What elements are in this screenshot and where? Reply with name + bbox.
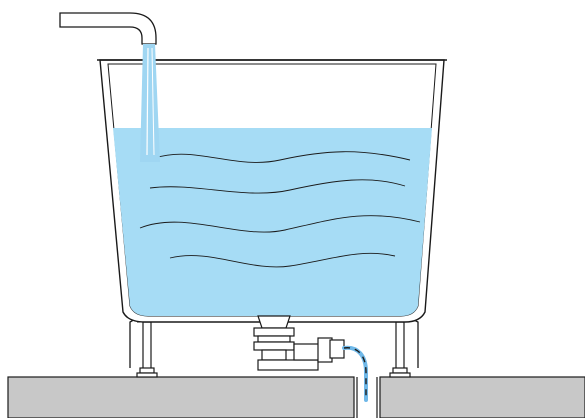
- drain-outflow: [342, 345, 368, 402]
- tub-leg-left: [136, 321, 158, 378]
- tub-leg-right: [389, 321, 411, 378]
- drain-trap: [253, 315, 345, 371]
- water: [113, 128, 432, 316]
- inlet-water-stream: [140, 44, 160, 162]
- floor: [7, 376, 585, 418]
- inlet-faucet: [59, 12, 157, 45]
